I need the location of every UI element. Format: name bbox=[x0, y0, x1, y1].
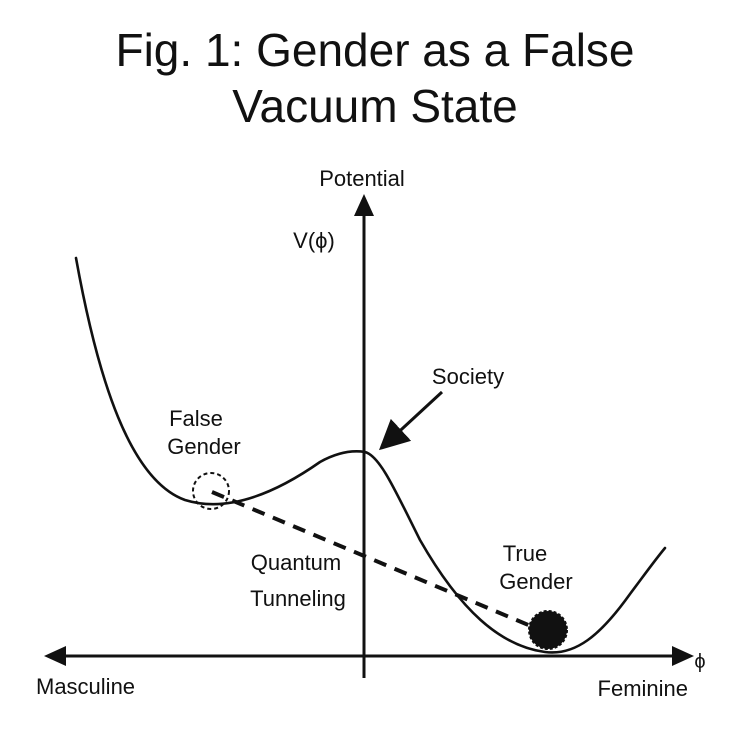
society-label: Society bbox=[432, 364, 504, 389]
x-axis-left-label: Masculine bbox=[36, 674, 135, 699]
true-gender-label-line2: Gender bbox=[499, 569, 572, 594]
false-gender-ball-icon bbox=[192, 472, 230, 510]
x-axis-symbol: ϕ bbox=[694, 651, 705, 673]
x-axis-right-label: Feminine bbox=[598, 676, 688, 701]
y-axis-label: Potential bbox=[319, 166, 405, 191]
y-axis-arrowhead bbox=[354, 194, 374, 216]
false-gender-label-line2: Gender bbox=[167, 434, 240, 459]
true-gender-label-line1: True bbox=[503, 541, 547, 566]
society-arrow bbox=[378, 390, 444, 451]
true-gender-ball-icon bbox=[528, 610, 568, 650]
tunneling-label-line2: Tunneling bbox=[250, 586, 346, 611]
false-gender-label-line1: False bbox=[169, 406, 223, 431]
figure-title-line1: Fig. 1: Gender as a False bbox=[115, 24, 635, 76]
x-axis-left-arrowhead bbox=[44, 646, 66, 666]
tunneling-label-line1: Quantum bbox=[251, 550, 342, 575]
potential-curve bbox=[74, 256, 667, 654]
tunneling-path bbox=[211, 490, 546, 634]
y-axis-symbol: V(ϕ) bbox=[293, 228, 335, 253]
x-axis-right-arrowhead bbox=[672, 646, 694, 666]
figure-title-line2: Vacuum State bbox=[232, 80, 518, 132]
figure-title: Fig. 1: Gender as a False Vacuum State bbox=[0, 22, 750, 134]
